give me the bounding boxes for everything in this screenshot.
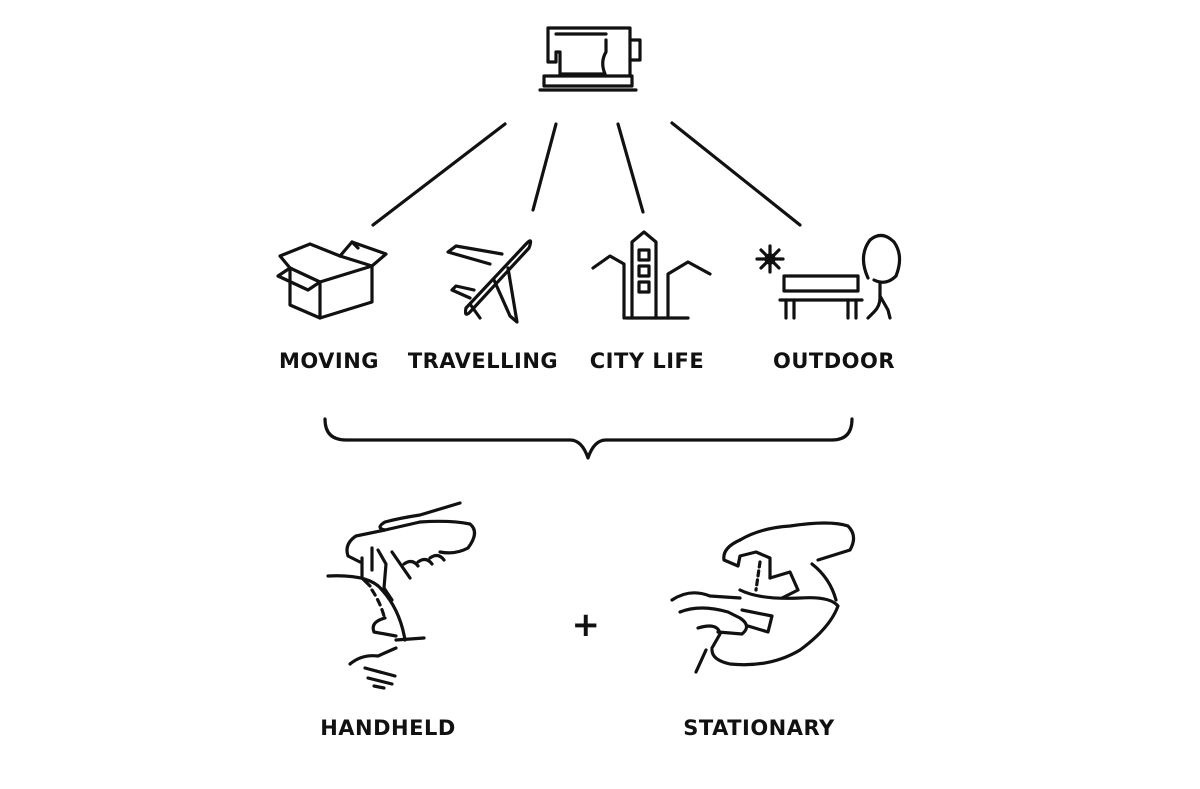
connector-lines bbox=[371, 121, 802, 227]
label-city-life: CITY LIFE bbox=[589, 349, 705, 373]
connector-city-life bbox=[616, 122, 645, 214]
box-icon bbox=[276, 240, 388, 320]
airplane-icon bbox=[446, 239, 533, 324]
sun-icon bbox=[755, 244, 785, 274]
plus-sign: + bbox=[571, 605, 601, 645]
connector-outdoor bbox=[670, 121, 802, 227]
stationary-sewing-icon bbox=[670, 521, 856, 674]
label-outdoor: OUTDOOR bbox=[772, 349, 896, 373]
curly-brace bbox=[323, 417, 854, 460]
park-bench-icon bbox=[755, 233, 902, 320]
connector-moving bbox=[371, 122, 507, 227]
connector-travelling bbox=[531, 122, 558, 212]
building-icon bbox=[591, 230, 712, 320]
label-moving: MOVING bbox=[278, 349, 380, 373]
label-handheld: HANDHELD bbox=[320, 716, 456, 740]
label-travelling: TRAVELLING bbox=[407, 349, 559, 373]
handheld-sewing-icon bbox=[326, 501, 477, 690]
label-stationary: STATIONARY bbox=[683, 716, 835, 740]
sewing-machine-icon bbox=[538, 26, 642, 92]
